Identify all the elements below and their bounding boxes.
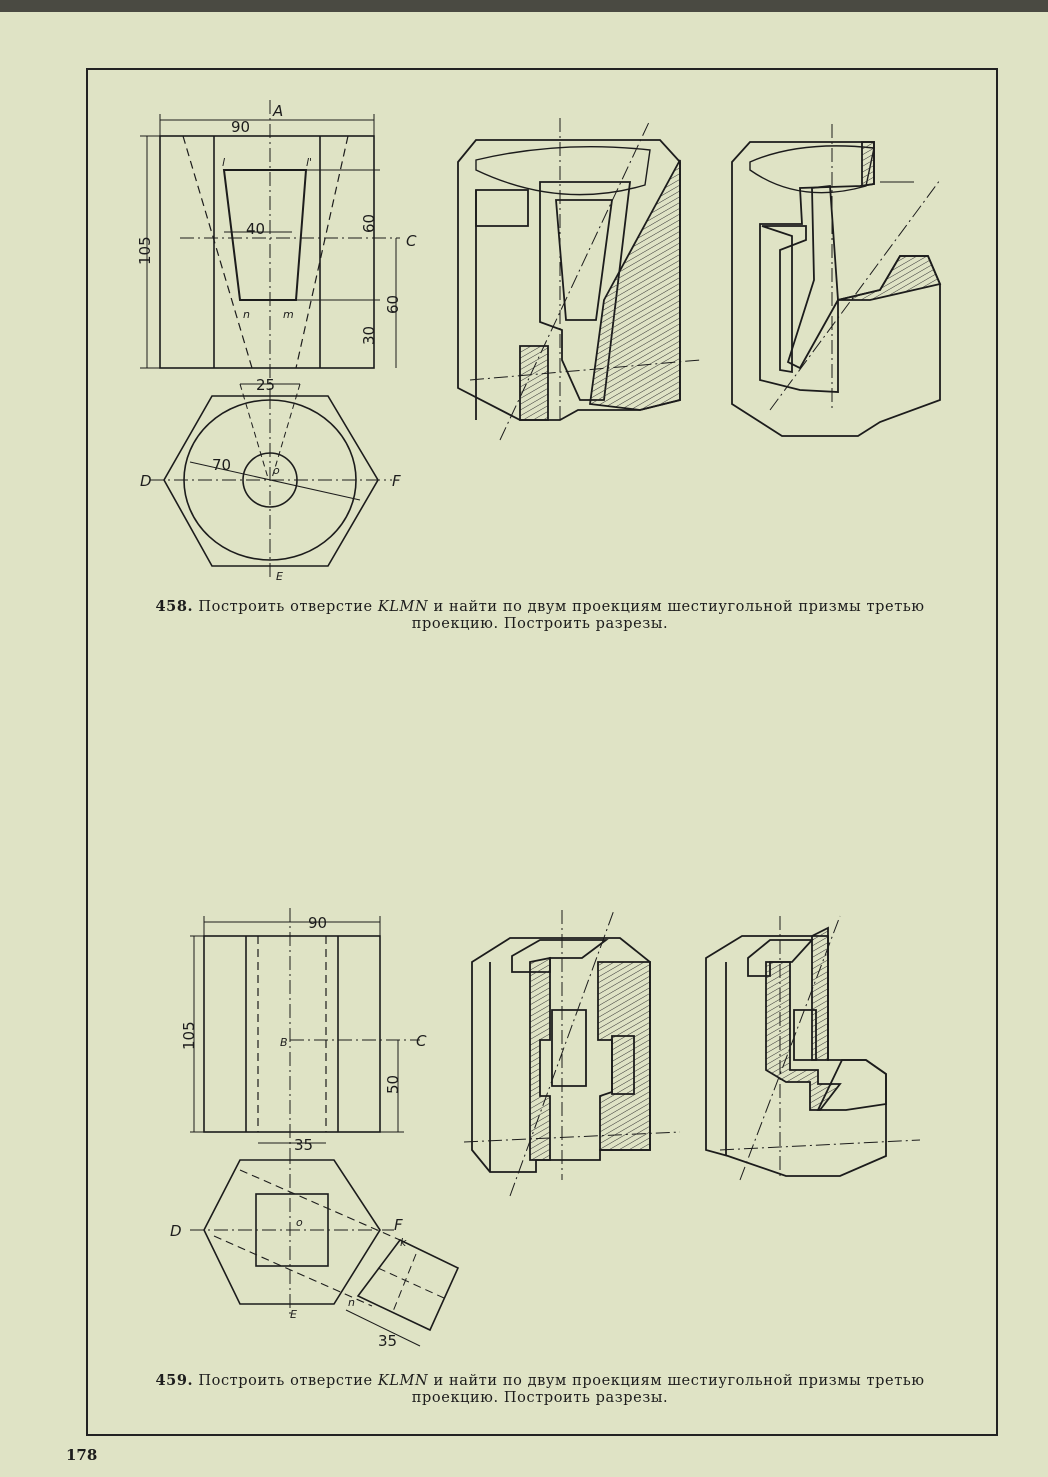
fig459-label-C: C bbox=[416, 1032, 427, 1050]
fig458-label-o: o bbox=[273, 464, 280, 477]
fig458-front-view bbox=[140, 100, 400, 395]
fig459-dim-width: 90 bbox=[308, 914, 327, 932]
fig459-dim-35: 35 bbox=[294, 1136, 313, 1154]
fig459-number: 459. bbox=[155, 1372, 194, 1389]
fig458-label-D: D bbox=[140, 472, 152, 490]
fig459-caption: 459. Построить отверстие KLMN и найти по… bbox=[120, 1372, 960, 1407]
fig458-label-A: A bbox=[272, 102, 283, 120]
scan-top-edge bbox=[0, 0, 1048, 12]
fig458-label-l: l bbox=[222, 156, 225, 169]
fig459-label-o: o bbox=[296, 1216, 303, 1229]
fig459-section-view-2 bbox=[705, 915, 921, 1181]
fig459-caption-text-2: и найти по двум проекциям шестиугольной … bbox=[411, 1373, 925, 1406]
page-frame bbox=[86, 68, 998, 1436]
fig458-front-labels: 90 A 105 40 60 60 30 C 25 l l' n m bbox=[136, 102, 417, 394]
fig459-dim-height: 105 bbox=[180, 1021, 198, 1050]
fig458-dim-hole-top: 40 bbox=[246, 220, 265, 238]
fig459-section-view-1 bbox=[463, 909, 681, 1197]
fig459-label-F: F bbox=[394, 1216, 403, 1234]
fig458-caption: 458. Построить отверстие KLMN и найти по… bbox=[120, 598, 960, 633]
fig458-number: 458. bbox=[155, 598, 194, 615]
fig459-caption-italic: KLMN bbox=[377, 1373, 429, 1389]
fig459-dim-50: 50 bbox=[384, 1075, 402, 1094]
fig458-dim-width: 90 bbox=[231, 118, 250, 136]
fig458-section-view-1 bbox=[457, 118, 701, 441]
fig458-label-E: E bbox=[276, 570, 283, 583]
fig458-dim-25: 25 bbox=[256, 376, 275, 394]
fig458-label-n: n bbox=[243, 308, 250, 321]
fig458-dim-70: 70 bbox=[212, 456, 231, 474]
fig458-caption-italic: KLMN bbox=[377, 599, 429, 615]
fig458-label-C: C bbox=[406, 232, 417, 250]
fig458-top-labels: D F 70 o E bbox=[140, 456, 401, 583]
fig459-label-k: k bbox=[400, 1236, 407, 1249]
fig459-top-view bbox=[190, 1150, 460, 1347]
fig458-label-l-prime: l' bbox=[306, 156, 312, 169]
fig459-dim-35-small: 35 bbox=[378, 1332, 397, 1350]
fig458-dim-30: 30 bbox=[360, 326, 378, 345]
fig458-dim-60-upper: 60 bbox=[360, 214, 378, 233]
fig458-top-view bbox=[150, 383, 392, 580]
fig458-dim-60-lower: 60 bbox=[384, 295, 402, 314]
fig459-front-labels: 90 105 B C 50 35 bbox=[180, 914, 427, 1154]
fig459-caption-text-1: Построить отверстие bbox=[193, 1373, 378, 1389]
fig459-front-view bbox=[190, 908, 420, 1150]
fig459-label-n: n bbox=[348, 1296, 355, 1309]
page-number: 178 bbox=[66, 1446, 98, 1464]
fig458-label-m: m bbox=[283, 308, 294, 321]
fig458-caption-text-1: Построить отверстие bbox=[193, 599, 378, 615]
fig459-top-labels: D F o E k n 35 bbox=[170, 1216, 407, 1350]
fig458-dim-height: 105 bbox=[136, 236, 154, 265]
fig458-label-F: F bbox=[392, 472, 401, 490]
fig458-section-view-2 bbox=[731, 124, 942, 437]
fig459-label-E: E bbox=[290, 1308, 297, 1321]
fig459-label-B: B bbox=[280, 1036, 288, 1049]
fig458-caption-text-2: и найти по двум проекциям шестиугольной … bbox=[411, 599, 925, 632]
fig459-label-D: D bbox=[170, 1222, 182, 1240]
